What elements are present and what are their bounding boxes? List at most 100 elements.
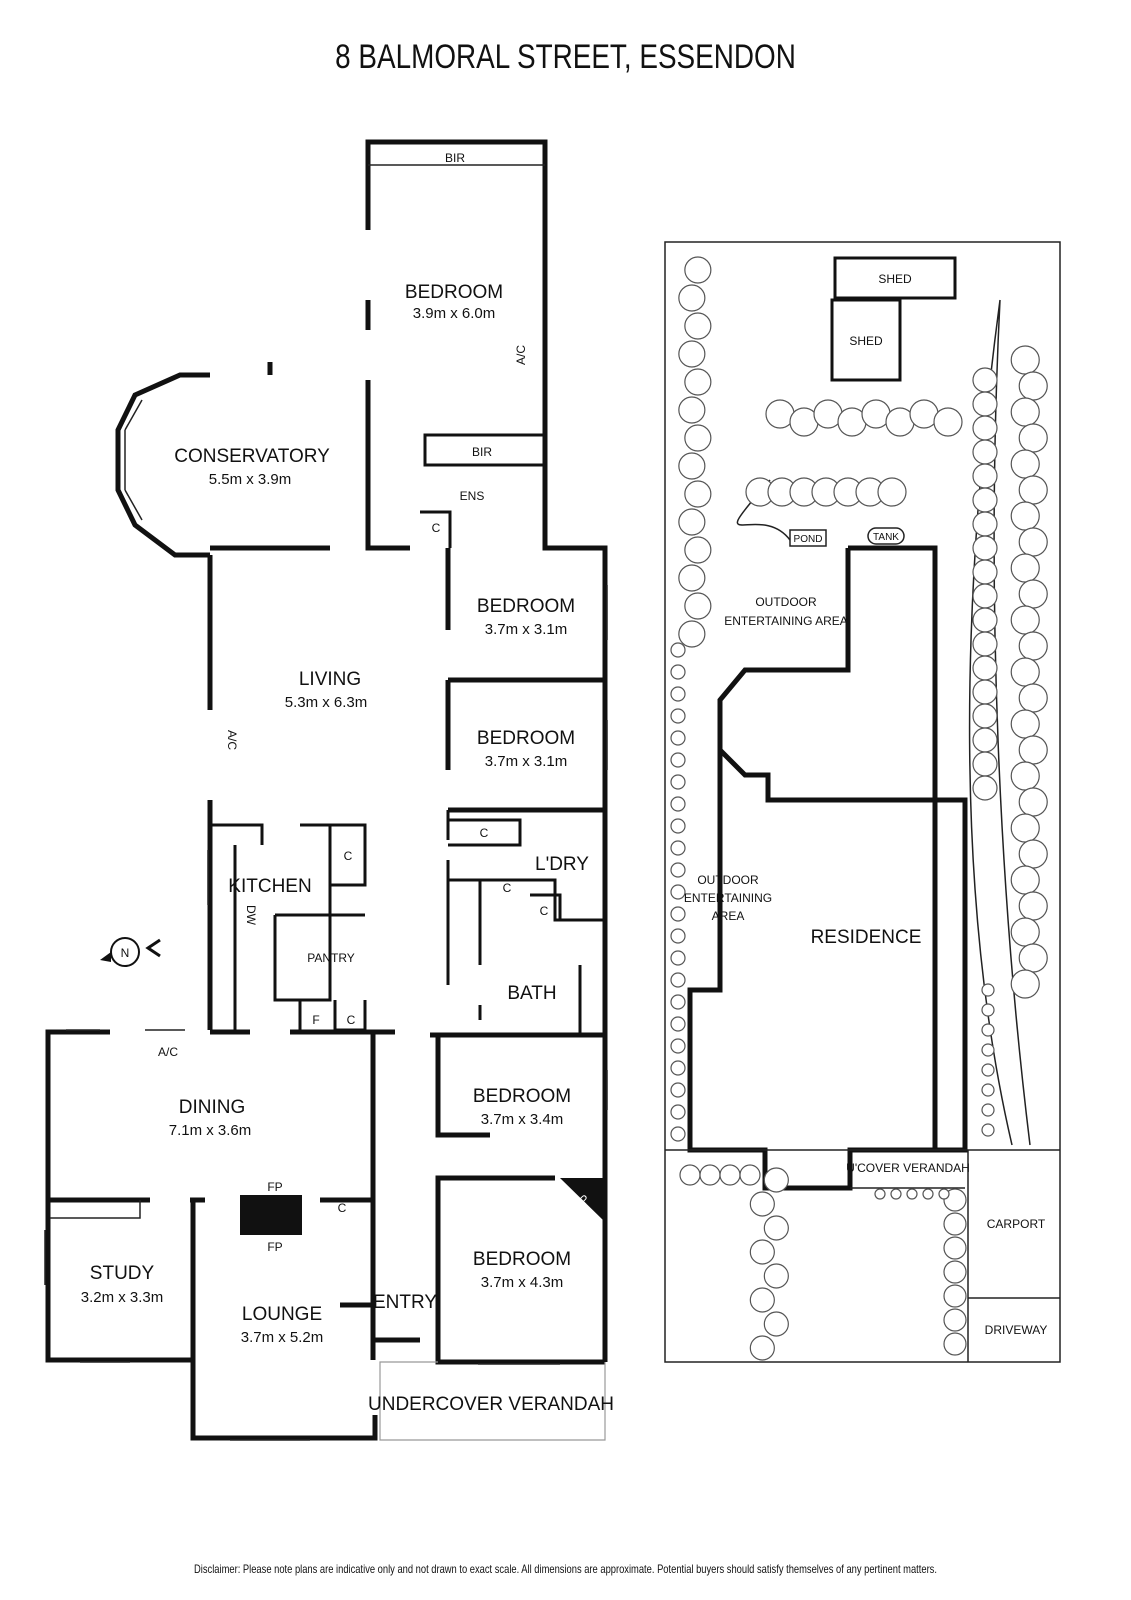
tree-icon bbox=[972, 679, 998, 705]
tree-icon bbox=[933, 407, 963, 437]
tree-icon bbox=[699, 1164, 721, 1186]
tree-icon bbox=[922, 1188, 934, 1200]
tree-icon bbox=[981, 1003, 995, 1017]
room-name-bedroom-3: BEDROOM bbox=[477, 728, 575, 749]
driveway-label: DRIVEWAY bbox=[985, 1323, 1048, 1337]
tree-icon bbox=[684, 480, 712, 508]
tree-icon bbox=[684, 312, 712, 340]
tree-icon bbox=[943, 1284, 967, 1308]
tree-icon bbox=[943, 1260, 967, 1284]
disclaimer: Disclaimer: Please note plans are indica… bbox=[194, 1562, 937, 1576]
tree-icon bbox=[1010, 969, 1040, 999]
ac-label: A/C bbox=[158, 1045, 178, 1059]
north-compass-icon: N bbox=[100, 937, 161, 967]
cupboard-label: C bbox=[480, 826, 489, 840]
tree-icon bbox=[1010, 865, 1040, 895]
residence-label: RESIDENCE bbox=[811, 927, 922, 948]
tree-icon bbox=[763, 1167, 789, 1193]
room-name-dining: DINING bbox=[179, 1097, 246, 1118]
tree-icon bbox=[1018, 371, 1048, 401]
tree-icon bbox=[749, 1191, 775, 1217]
tree-icon bbox=[670, 1104, 686, 1120]
shed-label: SHED bbox=[849, 334, 883, 348]
tree-icon bbox=[1010, 761, 1040, 791]
tree-icon bbox=[1018, 579, 1048, 609]
room-size-dining: 7.1m x 3.6m bbox=[169, 1122, 252, 1139]
tree-icon bbox=[1018, 735, 1048, 765]
fireplace-label: FP bbox=[267, 1180, 282, 1194]
tree-icon bbox=[749, 1287, 775, 1313]
tree-icon bbox=[670, 884, 686, 900]
tree-icon bbox=[670, 950, 686, 966]
room-size-living: 5.3m x 6.3m bbox=[285, 694, 368, 711]
room-name-conservatory: CONSERVATORY bbox=[174, 446, 330, 467]
tree-icon bbox=[670, 1038, 686, 1054]
tree-icon bbox=[670, 840, 686, 856]
shed-label: SHED bbox=[878, 272, 912, 286]
tree-icon bbox=[670, 796, 686, 812]
tree-icon bbox=[1010, 917, 1040, 947]
tree-icon bbox=[972, 391, 998, 417]
tree-icon bbox=[972, 367, 998, 393]
tree-icon bbox=[1010, 449, 1040, 479]
tree-icon bbox=[972, 535, 998, 561]
ac-label: A/C bbox=[514, 345, 528, 365]
cupboard-label: C bbox=[540, 904, 549, 918]
cupboard-label: C bbox=[347, 1013, 356, 1027]
kitchen-label: KITCHEN bbox=[228, 876, 311, 897]
room-name-bedroom-5: BEDROOM bbox=[473, 1249, 571, 1270]
tree-icon bbox=[972, 703, 998, 729]
tree-icon bbox=[972, 607, 998, 633]
tree-icon bbox=[670, 818, 686, 834]
bath-label: BATH bbox=[507, 983, 556, 1004]
room-name-living: LIVING bbox=[299, 669, 361, 690]
tree-icon bbox=[670, 1126, 686, 1142]
entry-label: ENTRY bbox=[373, 1292, 437, 1313]
tree-icon bbox=[670, 994, 686, 1010]
room-size-bedroom-1: 3.9m x 6.0m bbox=[413, 305, 496, 322]
tree-icon bbox=[943, 1332, 967, 1356]
tree-icon bbox=[670, 708, 686, 724]
tree-icon bbox=[981, 1123, 995, 1137]
room-size-study: 3.2m x 3.3m bbox=[81, 1289, 164, 1306]
tree-icon bbox=[938, 1188, 950, 1200]
tree-icon bbox=[679, 1164, 701, 1186]
cupboard-label: C bbox=[344, 849, 353, 863]
page-title: 8 BALMORAL STREET, ESSENDON bbox=[335, 38, 796, 76]
tree-icon bbox=[972, 559, 998, 585]
tree-icon bbox=[972, 751, 998, 777]
cupboard-label: C bbox=[503, 881, 512, 895]
tree-icon bbox=[684, 256, 712, 284]
tree-icon bbox=[981, 1103, 995, 1117]
tree-icon bbox=[1018, 631, 1048, 661]
tree-icon bbox=[670, 1016, 686, 1032]
tree-icon bbox=[749, 1239, 775, 1265]
outdoor-area-label: OUTDOOR bbox=[755, 595, 817, 609]
tree-icon bbox=[670, 730, 686, 746]
tree-icon bbox=[678, 340, 706, 368]
tree-icon bbox=[890, 1188, 902, 1200]
bir-label: BIR bbox=[472, 445, 492, 459]
room-size-lounge: 3.7m x 5.2m bbox=[241, 1329, 324, 1346]
tree-icon bbox=[763, 1215, 789, 1241]
tree-icon bbox=[877, 477, 907, 507]
ac-label: A/C bbox=[225, 730, 239, 750]
room-size-bedroom-3: 3.7m x 3.1m bbox=[485, 753, 568, 770]
tree-icon bbox=[719, 1164, 741, 1186]
tree-icon bbox=[1010, 397, 1040, 427]
tree-icon bbox=[1010, 657, 1040, 687]
tree-icon bbox=[670, 972, 686, 988]
room-size-bedroom-2: 3.7m x 3.1m bbox=[485, 621, 568, 638]
tree-icon bbox=[684, 424, 712, 452]
room-name-lounge: LOUNGE bbox=[242, 1304, 322, 1325]
tree-icon bbox=[1018, 839, 1048, 869]
tree-icon bbox=[972, 463, 998, 489]
tree-icon bbox=[670, 906, 686, 922]
room-name-bedroom-1: BEDROOM bbox=[405, 282, 503, 303]
tree-icon bbox=[1010, 501, 1040, 531]
tree-icon bbox=[1010, 553, 1040, 583]
outdoor-area-label: OUTDOOR bbox=[697, 873, 759, 887]
fridge-label: F bbox=[312, 1013, 319, 1027]
tree-icon bbox=[763, 1311, 789, 1337]
